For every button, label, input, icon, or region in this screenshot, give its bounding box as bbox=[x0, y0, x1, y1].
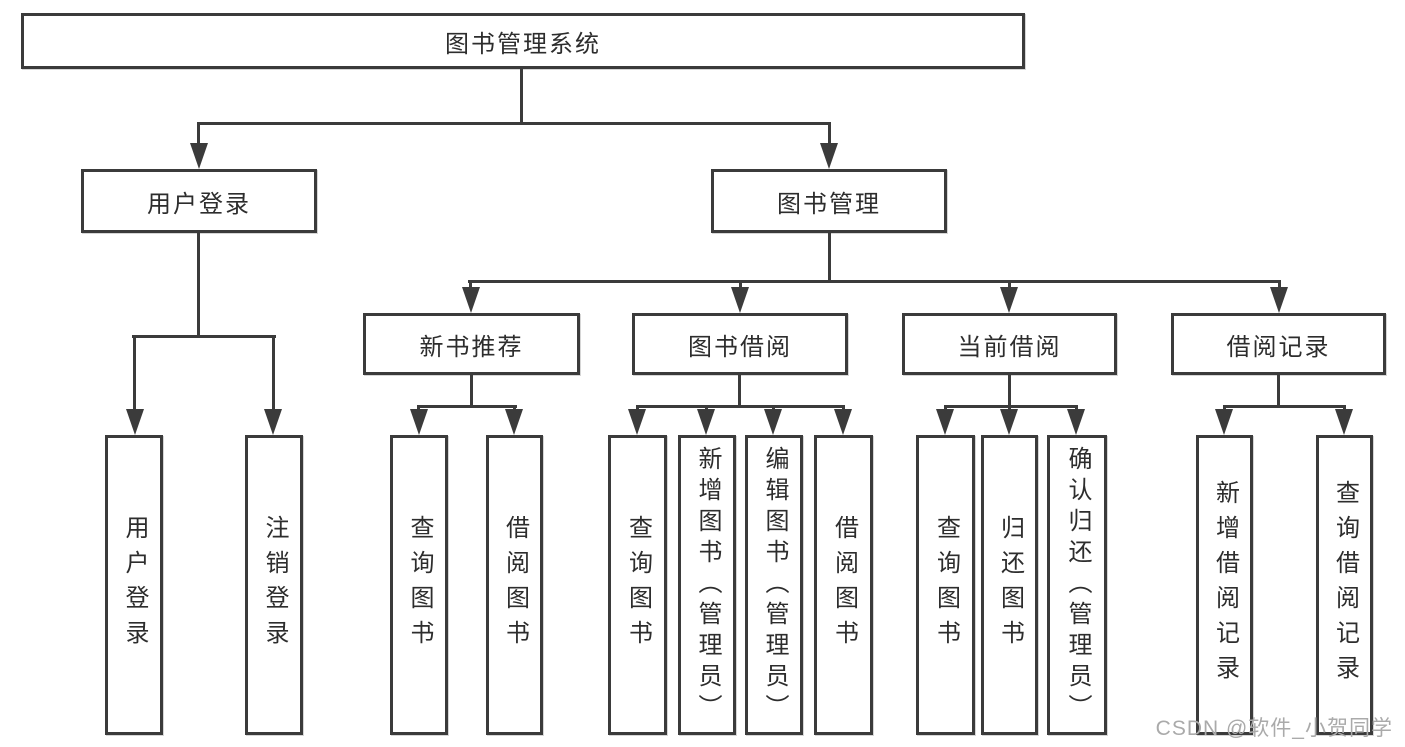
arrowhead-down-icon bbox=[264, 409, 282, 435]
connector-line-v bbox=[469, 280, 472, 292]
node-library-management-system: 图书管理系统 bbox=[21, 13, 1025, 69]
node-label: 图书借阅 bbox=[688, 333, 792, 361]
arrowhead-down-icon bbox=[505, 409, 523, 435]
node-current-borrowing: 当前借阅 bbox=[902, 313, 1117, 375]
arrowhead-down-icon bbox=[462, 287, 480, 313]
leaf-add-borrow-record: 新增借阅记录 bbox=[1196, 435, 1253, 735]
arrowhead-down-icon bbox=[190, 143, 208, 169]
leaf-label: 确认归还（管理员） bbox=[1064, 445, 1091, 725]
connector-line-v bbox=[1008, 280, 1011, 292]
leaf-query-borrow-record: 查询借阅记录 bbox=[1316, 435, 1373, 735]
arrowhead-down-icon bbox=[1215, 409, 1233, 435]
leaf-borrow-books-recommend: 借阅图书 bbox=[486, 435, 543, 735]
connector-line-h bbox=[132, 335, 276, 338]
node-new-book-recommendation: 新书推荐 bbox=[363, 313, 580, 375]
arrowhead-down-icon bbox=[834, 409, 852, 435]
leaf-label: 归还图书 bbox=[996, 515, 1024, 655]
connector-line-h bbox=[468, 280, 1281, 283]
arrowhead-down-icon bbox=[126, 409, 144, 435]
arrowhead-down-icon bbox=[936, 409, 954, 435]
leaf-label: 借阅图书 bbox=[501, 515, 529, 655]
leaf-label: 查询图书 bbox=[932, 515, 960, 655]
node-label: 新书推荐 bbox=[419, 333, 524, 361]
leaf-label: 新增图书（管理员） bbox=[694, 445, 721, 725]
leaf-borrow-books-borrowing: 借阅图书 bbox=[814, 435, 873, 735]
connector-line-v bbox=[1277, 375, 1280, 408]
connector-line-h bbox=[417, 405, 517, 408]
leaf-label: 用户登录 bbox=[121, 515, 148, 655]
leaf-return-books: 归还图书 bbox=[981, 435, 1038, 735]
arrowhead-down-icon bbox=[1000, 409, 1018, 435]
connector-line-v bbox=[1008, 375, 1011, 408]
connector-line-v bbox=[197, 233, 200, 338]
connector-line-v bbox=[133, 335, 136, 411]
leaf-query-books-recommend: 查询图书 bbox=[390, 435, 448, 735]
node-label: 用户登录 bbox=[147, 190, 251, 218]
leaf-add-books-admin: 新增图书（管理员） bbox=[678, 435, 736, 735]
connector-line-v bbox=[739, 280, 742, 292]
node-user-login: 用户登录 bbox=[81, 169, 317, 233]
connector-line-h bbox=[944, 405, 1078, 408]
node-borrowing-records: 借阅记录 bbox=[1171, 313, 1386, 375]
connector-line-v bbox=[828, 233, 831, 283]
arrowhead-down-icon bbox=[731, 287, 749, 313]
arrowhead-down-icon bbox=[410, 409, 428, 435]
arrowhead-down-icon bbox=[820, 143, 838, 169]
leaf-confirm-return-admin: 确认归还（管理员） bbox=[1047, 435, 1107, 735]
csdn-watermark: CSDN @软件_小贺同学 bbox=[1155, 717, 1393, 740]
connector-line-h bbox=[1223, 405, 1346, 408]
connector-line-v bbox=[828, 122, 831, 147]
leaf-query-books-borrowing: 查询图书 bbox=[608, 435, 667, 735]
leaf-label: 新增借阅记录 bbox=[1211, 480, 1239, 690]
node-label: 当前借阅 bbox=[957, 333, 1062, 361]
arrowhead-down-icon bbox=[628, 409, 646, 435]
connector-line-v bbox=[738, 375, 741, 408]
leaf-label: 注销登录 bbox=[261, 515, 288, 655]
connector-line-h bbox=[197, 122, 831, 125]
node-book-management: 图书管理 bbox=[711, 169, 947, 233]
connector-line-v bbox=[470, 375, 473, 408]
leaf-label: 查询借阅记录 bbox=[1331, 480, 1359, 690]
leaf-user-login: 用户登录 bbox=[105, 435, 163, 735]
arrowhead-down-icon bbox=[1067, 409, 1085, 435]
leaf-query-books-current: 查询图书 bbox=[916, 435, 975, 735]
arrowhead-down-icon bbox=[697, 409, 715, 435]
leaf-label: 查询图书 bbox=[624, 515, 652, 655]
node-book-borrowing: 图书借阅 bbox=[632, 313, 848, 375]
leaf-edit-books-admin: 编辑图书（管理员） bbox=[745, 435, 803, 735]
connector-line-v bbox=[197, 122, 200, 147]
arrowhead-down-icon bbox=[1335, 409, 1353, 435]
leaf-label: 借阅图书 bbox=[830, 515, 858, 655]
connector-line-v bbox=[272, 335, 275, 411]
connector-line-v bbox=[520, 69, 523, 125]
arrowhead-down-icon bbox=[1000, 287, 1018, 313]
connector-line-v bbox=[1278, 280, 1281, 292]
node-label: 图书管理 bbox=[777, 190, 881, 218]
arrowhead-down-icon bbox=[764, 409, 782, 435]
leaf-logout: 注销登录 bbox=[245, 435, 303, 735]
leaf-label: 查询图书 bbox=[406, 515, 433, 655]
node-label: 借阅记录 bbox=[1226, 333, 1331, 361]
node-label: 图书管理系统 bbox=[445, 30, 601, 58]
arrowhead-down-icon bbox=[1270, 287, 1288, 313]
leaf-label: 编辑图书（管理员） bbox=[761, 445, 788, 725]
connector-line-h bbox=[636, 405, 845, 408]
